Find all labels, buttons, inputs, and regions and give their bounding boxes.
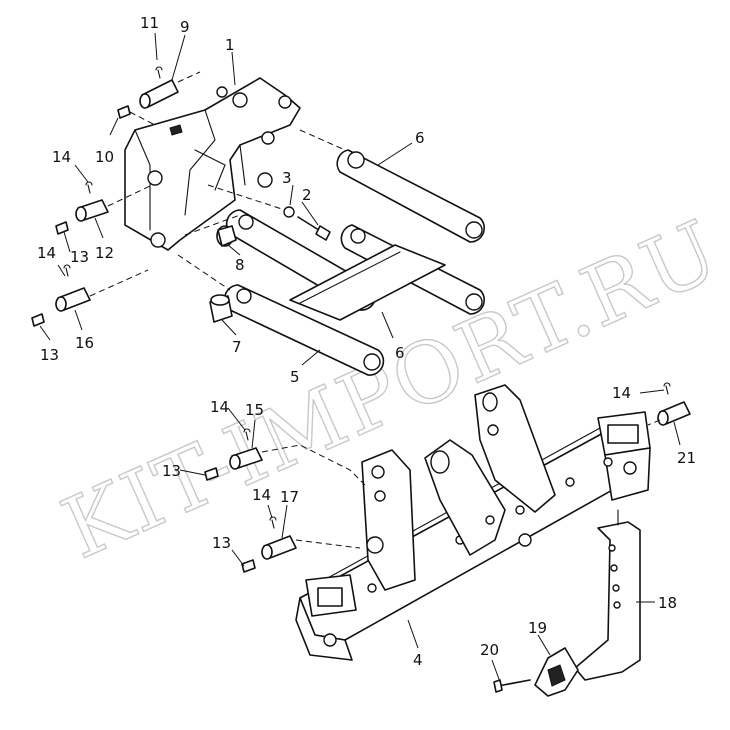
callout-2: 2 <box>302 186 312 204</box>
part-12-pin <box>75 199 109 222</box>
callout-1: 1 <box>225 36 235 54</box>
part-13-fitting-c <box>204 467 219 481</box>
part-1-mounting-bracket <box>124 77 301 251</box>
part-2-bolt <box>297 216 331 241</box>
part-3-washer <box>283 206 295 218</box>
part-15-pin <box>229 447 263 470</box>
callout-14b: 14 <box>37 244 56 262</box>
callout-14a: 14 <box>52 148 71 166</box>
callout-9: 9 <box>180 18 190 36</box>
callout-12: 12 <box>95 244 114 262</box>
callout-10: 10 <box>95 148 114 166</box>
part-13-fitting-b <box>31 313 45 327</box>
part-6-lower-link <box>225 209 485 321</box>
part-13-fitting-a <box>55 221 69 235</box>
callout-15: 15 <box>245 401 264 419</box>
part-14-cotter-d <box>243 428 251 441</box>
beam-bracket-left <box>361 449 416 591</box>
callout-13c: 13 <box>162 462 181 480</box>
callout-19: 19 <box>528 619 547 637</box>
leader-lines <box>39 32 681 683</box>
part-11-cotter-pin <box>155 66 163 79</box>
callout-14c: 14 <box>210 398 229 416</box>
callout-17: 17 <box>280 488 299 506</box>
part-17-pin <box>261 535 297 560</box>
part-19-tip <box>534 647 579 697</box>
part-14-cotter-b <box>63 264 71 277</box>
part-8-bushing <box>216 225 237 247</box>
callout-11: 11 <box>140 14 159 32</box>
callout-13b: 13 <box>40 346 59 364</box>
callout-14d: 14 <box>252 486 271 504</box>
callout-3: 3 <box>282 169 292 187</box>
part-13-fitting-d <box>241 559 256 573</box>
callout-6a: 6 <box>415 129 425 147</box>
beam-bracket-center <box>424 439 506 556</box>
callout-8: 8 <box>235 256 245 274</box>
part-20-bolt <box>493 679 531 693</box>
callout-13d: 13 <box>212 534 231 552</box>
callout-14e: 14 <box>612 384 631 402</box>
part-14-cotter-c <box>663 382 671 395</box>
callout-7: 7 <box>232 338 242 356</box>
part-21-pin <box>657 401 691 426</box>
part-18-shank <box>574 509 641 681</box>
callout-20: 20 <box>480 641 499 659</box>
part-6-upper-link <box>336 149 485 243</box>
callout-4: 4 <box>413 651 423 669</box>
part-14-cotter-e <box>269 516 277 529</box>
callout-13a: 13 <box>70 248 89 266</box>
callout-6b: 6 <box>395 344 405 362</box>
callout-16: 16 <box>75 334 94 352</box>
part-5-lower-link <box>223 284 385 376</box>
callout-5: 5 <box>290 368 300 386</box>
part-7-bushing <box>209 294 233 323</box>
callout-21: 21 <box>677 449 696 467</box>
part-10-grease-fitting <box>117 105 131 119</box>
beam-bracket-right <box>474 384 556 547</box>
part-14-cotter-a <box>85 181 93 194</box>
callout-18: 18 <box>658 594 677 612</box>
part-16-pin <box>55 287 91 312</box>
part-9-pin <box>139 79 179 109</box>
callout-labels: 11 9 1 10 14 12 14 13 16 13 6 3 2 8 7 6 … <box>37 14 696 669</box>
